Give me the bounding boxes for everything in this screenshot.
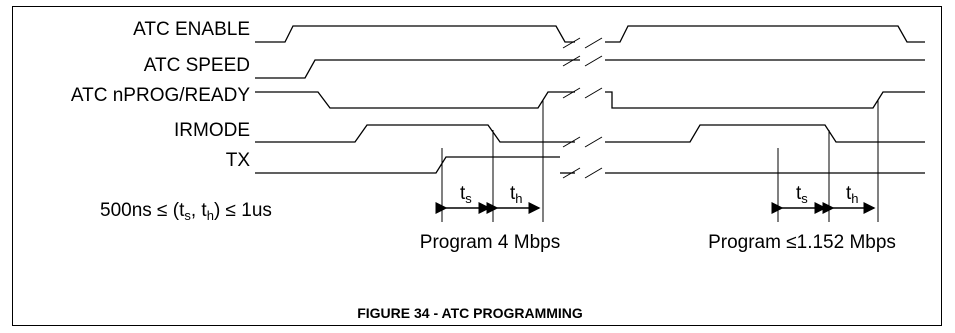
waveform-atc-speed <box>255 59 580 79</box>
waveform-atc-nprog-ready <box>255 91 575 109</box>
waveform-irmode <box>255 124 575 143</box>
th-label-1: th <box>510 183 523 206</box>
waveform-irmode-cont <box>605 124 925 143</box>
waveform-atc-nprog-ready-cont <box>605 91 925 109</box>
timing-lines-program-2 <box>777 100 879 222</box>
ts-label-1: ts <box>460 183 472 206</box>
figure-caption: FIGURE 34 - ATC PROGRAMMING <box>357 305 583 321</box>
program-label-4mbps: Program 4 Mbps <box>420 232 560 253</box>
break-marks <box>562 37 603 179</box>
waveform-tx <box>255 156 560 174</box>
program-label-1152mbps: Program ≤1.152 Mbps <box>708 232 896 253</box>
signal-label-tx: TX <box>226 150 251 171</box>
timing-constraint: 500ns ≤ (ts, th) ≤ 1us <box>100 200 272 223</box>
waveform-atc-enable <box>255 25 575 43</box>
figure-frame <box>12 6 942 326</box>
timing-lines-program-1 <box>441 100 544 222</box>
signal-label-atc-nprog-ready: ATC nPROG/READY <box>71 85 250 106</box>
signal-label-atc-enable: ATC ENABLE <box>133 19 250 40</box>
waveform-atc-enable-cont <box>605 25 925 43</box>
signal-label-irmode: IRMODE <box>174 120 250 141</box>
signal-label-atc-speed: ATC SPEED <box>144 55 250 76</box>
th-label-2: th <box>846 183 859 206</box>
ts-label-2: ts <box>796 183 808 206</box>
